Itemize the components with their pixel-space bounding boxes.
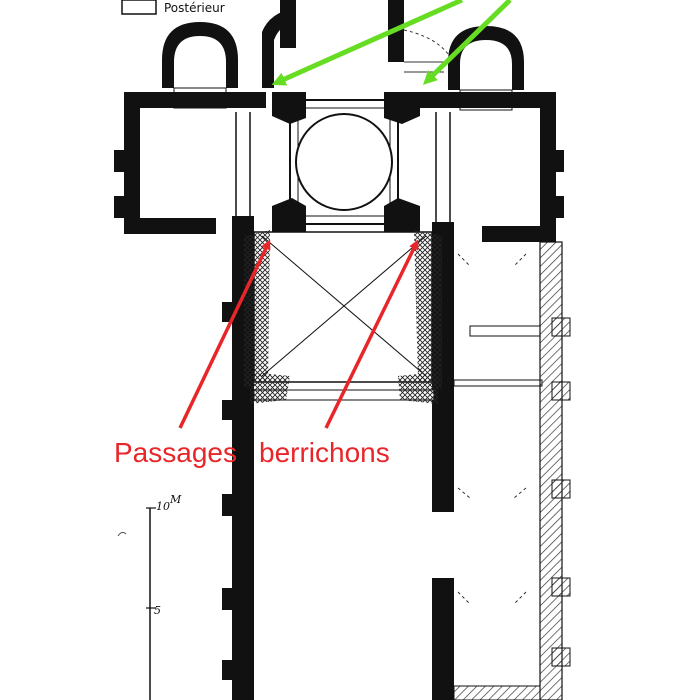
green-arrow-right (422, 0, 512, 85)
aisle-piers (457, 253, 527, 605)
right-aisle-hatched-wall (453, 241, 571, 700)
right-transept (416, 92, 564, 242)
red-arrow-left (178, 239, 271, 429)
legend: Postérieur (121, 0, 225, 15)
upper-wall-stubs (262, 0, 404, 88)
scale-mid-label: 5 (154, 604, 161, 617)
green-arrow-left (271, 0, 464, 86)
red-arrow-right (324, 239, 419, 429)
scale-bar: 10 M 5 (117, 493, 182, 700)
scale-mark-fragment (117, 531, 127, 537)
vaulted-bay (244, 230, 442, 404)
label-passages: Passages (114, 437, 237, 468)
passages-label: Passages berrichons (114, 437, 390, 468)
label-berrichons: berrichons (259, 437, 390, 468)
door-swing-arc (403, 29, 453, 61)
green-arrows (271, 0, 512, 86)
scale-top-label: 10 (156, 500, 170, 513)
left-transept (114, 92, 266, 234)
crossing-dome (272, 92, 420, 240)
legend-swatch (121, 0, 157, 15)
red-arrows (178, 239, 419, 429)
scale-top-unit: M (169, 493, 182, 506)
legend-label: Postérieur (164, 1, 225, 15)
